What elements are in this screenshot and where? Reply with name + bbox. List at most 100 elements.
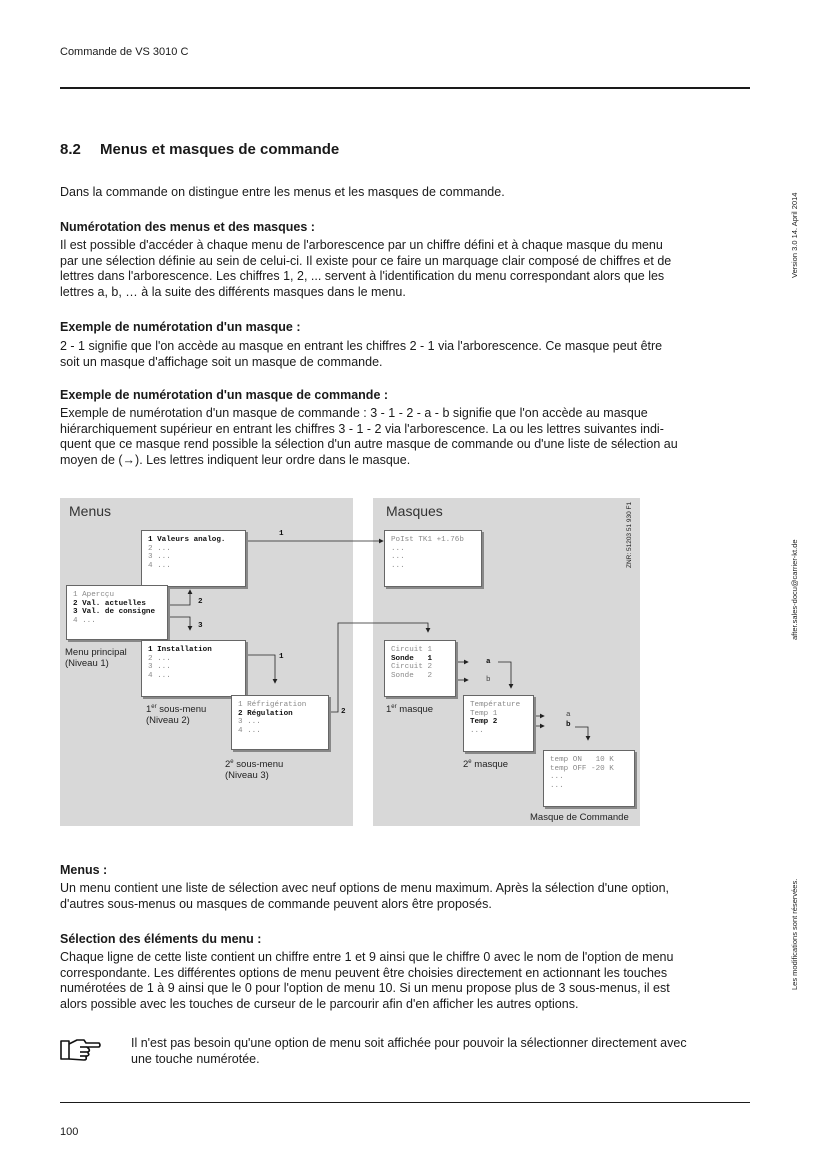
- arrow-label: 1: [279, 653, 284, 661]
- side-rights: Les modifications sont réservées.: [790, 878, 799, 990]
- mask-line: ...: [391, 544, 405, 553]
- text-line: d'autres sous-menus ou masques de comman…: [60, 896, 492, 911]
- text-line: correspondante. Les différentes options …: [60, 965, 668, 980]
- menus-paragraph: Un menu contient une liste de sélection …: [60, 881, 750, 912]
- menu-line: 1 Réfrigération: [238, 701, 307, 709]
- label-line: 2e sous-menu: [225, 759, 284, 771]
- masques-panel-title: Masques: [386, 503, 443, 519]
- label-line: (Niveau 1): [65, 658, 109, 669]
- menu-box-valeurs: 1 Valeurs analog. 2 ... 3 ... 4 ...: [141, 530, 246, 587]
- mask-line: ...: [470, 726, 484, 735]
- mask-line: Temp 1: [470, 709, 498, 718]
- menu-line: 3 ...: [148, 553, 171, 562]
- ordinal-suffix: e: [468, 759, 472, 765]
- menu-line: 4 ...: [148, 671, 171, 680]
- arrow-label: a: [486, 658, 491, 666]
- ordinal-suffix: er: [391, 704, 397, 710]
- menu-line: 4 ...: [238, 726, 261, 735]
- document-header-title: Commande de VS 3010 C: [60, 46, 189, 58]
- label-line: Menu principal: [65, 647, 127, 658]
- menu-line: 4 ...: [148, 561, 171, 570]
- mask-line: ...: [391, 553, 405, 562]
- mask-line: Sonde 1: [391, 654, 433, 663]
- mask-box-poist: PoIst TK1 +1.76b ... ... ...: [384, 530, 482, 587]
- text-line: par une sélection définie au sein de cel…: [60, 253, 672, 268]
- exemple-commande-paragraph: Exemple de numérotation d'un masque de c…: [60, 406, 750, 468]
- menu-line: 1 Valeurs analog.: [148, 536, 226, 544]
- numerotation-paragraph: Il est possible d'accéder à chaque menu …: [60, 238, 750, 300]
- selection-heading: Sélection des éléments du menu :: [60, 932, 262, 946]
- menu-line: 3 ...: [148, 663, 171, 672]
- arrow-label: 3: [198, 622, 203, 630]
- section-title-text: Menus et masques de commande: [100, 141, 340, 158]
- label-masque-2: 2e masque: [463, 759, 509, 771]
- mask-line: ...: [550, 773, 564, 782]
- ordinal-number: 1: [146, 704, 152, 716]
- numerotation-heading: Numérotation des menus et des masques :: [60, 220, 315, 234]
- mask-line: Température: [470, 701, 521, 709]
- label-line: (Niveau 3): [225, 770, 269, 782]
- arrow-label: b: [486, 676, 491, 684]
- text-line: Il n'est pas besoin qu'une option de men…: [131, 1036, 687, 1050]
- text-line: alors possible avec les touches de curse…: [60, 996, 579, 1011]
- menus-heading: Menus :: [60, 863, 108, 877]
- text-line: quent que ce masque rend possible la sél…: [60, 437, 678, 452]
- label-masque-commande: Masque de Commande: [530, 812, 629, 823]
- mask-box-commande: temp ON 10 K temp OFF -20 K ... ...: [543, 750, 635, 807]
- menu-box-installation: 1 Installation 2 ... 3 ... 4 ...: [141, 640, 246, 697]
- label-line: (Niveau 2): [146, 715, 190, 727]
- ordinal-number: 2: [225, 759, 231, 771]
- exemple-commande-heading: Exemple de numérotation d'un masque de c…: [60, 388, 389, 402]
- pointing-hand-icon: [60, 1039, 101, 1061]
- mask-line: Sonde 2: [391, 671, 433, 680]
- label-line: 1er sous-menu: [146, 704, 207, 716]
- section-title: 8.2 Menus et masques de commande: [60, 141, 339, 158]
- text-line: numérotées de 1 à 9 ainsi que le 0 pour …: [60, 981, 670, 996]
- text-line: Il est possible d'accéder à chaque menu …: [60, 238, 663, 252]
- text-line: 2 - 1 signifie que l'on accède au masque…: [60, 339, 663, 353]
- mask-line: temp ON 10 K: [550, 756, 614, 764]
- mask-line: ...: [550, 781, 564, 790]
- label-masque-1: 1er masque: [386, 704, 434, 716]
- text-line: Exemple de numérotation d'un masque de c…: [60, 406, 648, 420]
- text-line: lettres a, b, … à la suite des différent…: [60, 284, 406, 299]
- section-number: 8.2: [60, 141, 81, 158]
- text-line: lettres dans l'arborescence. Les chiffre…: [60, 269, 665, 284]
- menu-line: 1 Installation: [148, 646, 212, 654]
- exemple-masque-heading: Exemple de numérotation d'un masque :: [60, 320, 301, 334]
- side-version: Version 3.0 14. April 2014: [790, 192, 799, 278]
- menu-line: 1 Apercçu: [73, 591, 115, 599]
- page-number: 100: [60, 1126, 79, 1138]
- mask-box-temperature: Température Temp 1 Temp 2 ...: [463, 695, 534, 752]
- menus-panel-title: Menus: [69, 503, 112, 519]
- text-line: moyen de (→). Les lettres indiquent leur…: [60, 452, 411, 467]
- label-menu-principal: Menu principal (Niveau 1): [65, 647, 127, 669]
- menu-line: 4 ...: [73, 616, 96, 625]
- menu-box-principal: 1 Apercçu 2 Val. actuelles 3 Val. de con…: [66, 585, 168, 640]
- text-line: hiérarchiquement supérieur en entrant le…: [60, 421, 664, 436]
- mask-box-circuit: Circuit 1 Sonde 1 Circuit 2 Sonde 2: [384, 640, 456, 697]
- footer-rule: [60, 1102, 750, 1103]
- mask-line: ...: [391, 561, 405, 570]
- menu-line: 2 Régulation: [238, 709, 293, 718]
- mask-line: Circuit 1: [391, 646, 433, 654]
- arrow-label: 1: [279, 530, 284, 538]
- arrow-label: b: [566, 721, 571, 729]
- text-line: Chaque ligne de cette liste contient un …: [60, 950, 674, 964]
- arrow-label: 2: [341, 708, 346, 716]
- exemple-masque-paragraph: 2 - 1 signifie que l'on accède au masque…: [60, 339, 750, 370]
- ordinal-number: 1: [386, 704, 392, 716]
- menu-line: 2 ...: [148, 544, 171, 553]
- mask-line: PoIst TK1 +1.76b: [391, 536, 464, 544]
- mask-line: Temp 2: [470, 718, 498, 727]
- ordinal-suffix: er: [151, 704, 157, 710]
- ordinal-suffix: e: [230, 759, 234, 765]
- label-sous-menu-2: 2e sous-menu (Niveau 3): [225, 757, 283, 781]
- mask-line: Circuit 2: [391, 663, 433, 672]
- selection-paragraph: Chaque ligne de cette liste contient un …: [60, 950, 750, 1012]
- ordinal-number: 2: [463, 759, 469, 771]
- mask-line: temp OFF -20 K: [550, 764, 614, 773]
- intro-paragraph: Dans la commande on distingue entre les …: [60, 185, 505, 199]
- text-line: soit un masque d'affichage soit un masqu…: [60, 354, 383, 369]
